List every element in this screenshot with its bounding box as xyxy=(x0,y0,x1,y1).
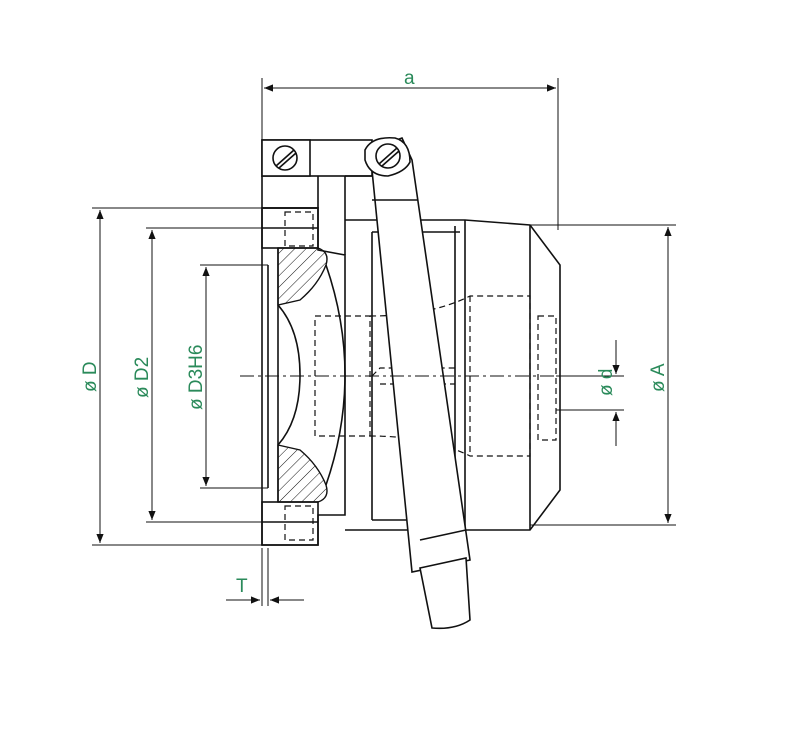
dimension-A: ø A xyxy=(530,224,676,526)
dimension-a-label: a xyxy=(404,68,415,89)
dimension-A-label: ø A xyxy=(648,363,669,392)
dimension-d-label: ø d xyxy=(596,369,617,396)
dimension-D3: ø D3H6 xyxy=(186,264,268,489)
dimension-D2: ø D2 xyxy=(132,227,262,523)
dimension-D-label: ø D xyxy=(80,361,101,392)
dimension-T: T xyxy=(226,548,304,606)
dimension-d: ø d xyxy=(556,340,624,446)
dimension-D3-label: ø D3H6 xyxy=(186,345,207,410)
dimension-T-label: T xyxy=(236,576,248,597)
flange-body xyxy=(261,139,373,546)
clamp-lever[interactable] xyxy=(364,136,471,630)
dimension-D2-label: ø D2 xyxy=(132,357,153,398)
dimension-D: ø D xyxy=(80,207,262,546)
